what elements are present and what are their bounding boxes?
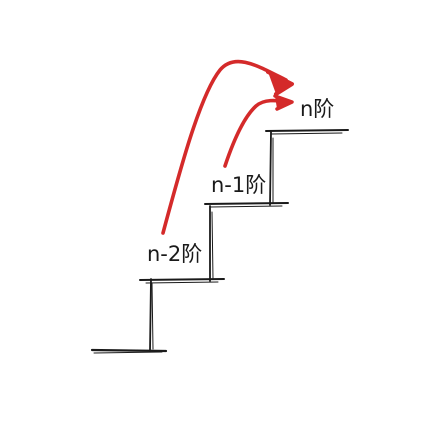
arrow-head-from-n-minus-1: [273, 94, 294, 111]
step-riser-3: [269, 131, 272, 206]
step-tread-2: [204, 202, 289, 205]
label-n-minus-1-step: n-1阶: [211, 173, 266, 197]
step-tread-3: [265, 129, 349, 132]
step-tread-2-sketch: [209, 205, 283, 208]
step-riser-1: [149, 278, 152, 352]
step-riser-1-sketch: [151, 282, 154, 350]
ground-line-sketch: [93, 351, 163, 354]
label-n-minus-2-step: n-2阶: [147, 242, 202, 266]
step-tread-1: [139, 278, 225, 281]
arrow-from-n-minus-2: [161, 59, 288, 235]
step-riser-2-sketch: [211, 211, 214, 280]
step-tread-1-sketch: [145, 281, 219, 284]
staircase: [90, 129, 349, 354]
transition-arrows: [161, 59, 294, 235]
arrow-head-from-n-minus-2: [266, 70, 294, 96]
ground-line: [90, 348, 168, 353]
step-tread-3-sketch: [270, 132, 343, 135]
label-n-step: n阶: [300, 97, 334, 121]
arrow-from-n-minus-1: [223, 98, 290, 168]
